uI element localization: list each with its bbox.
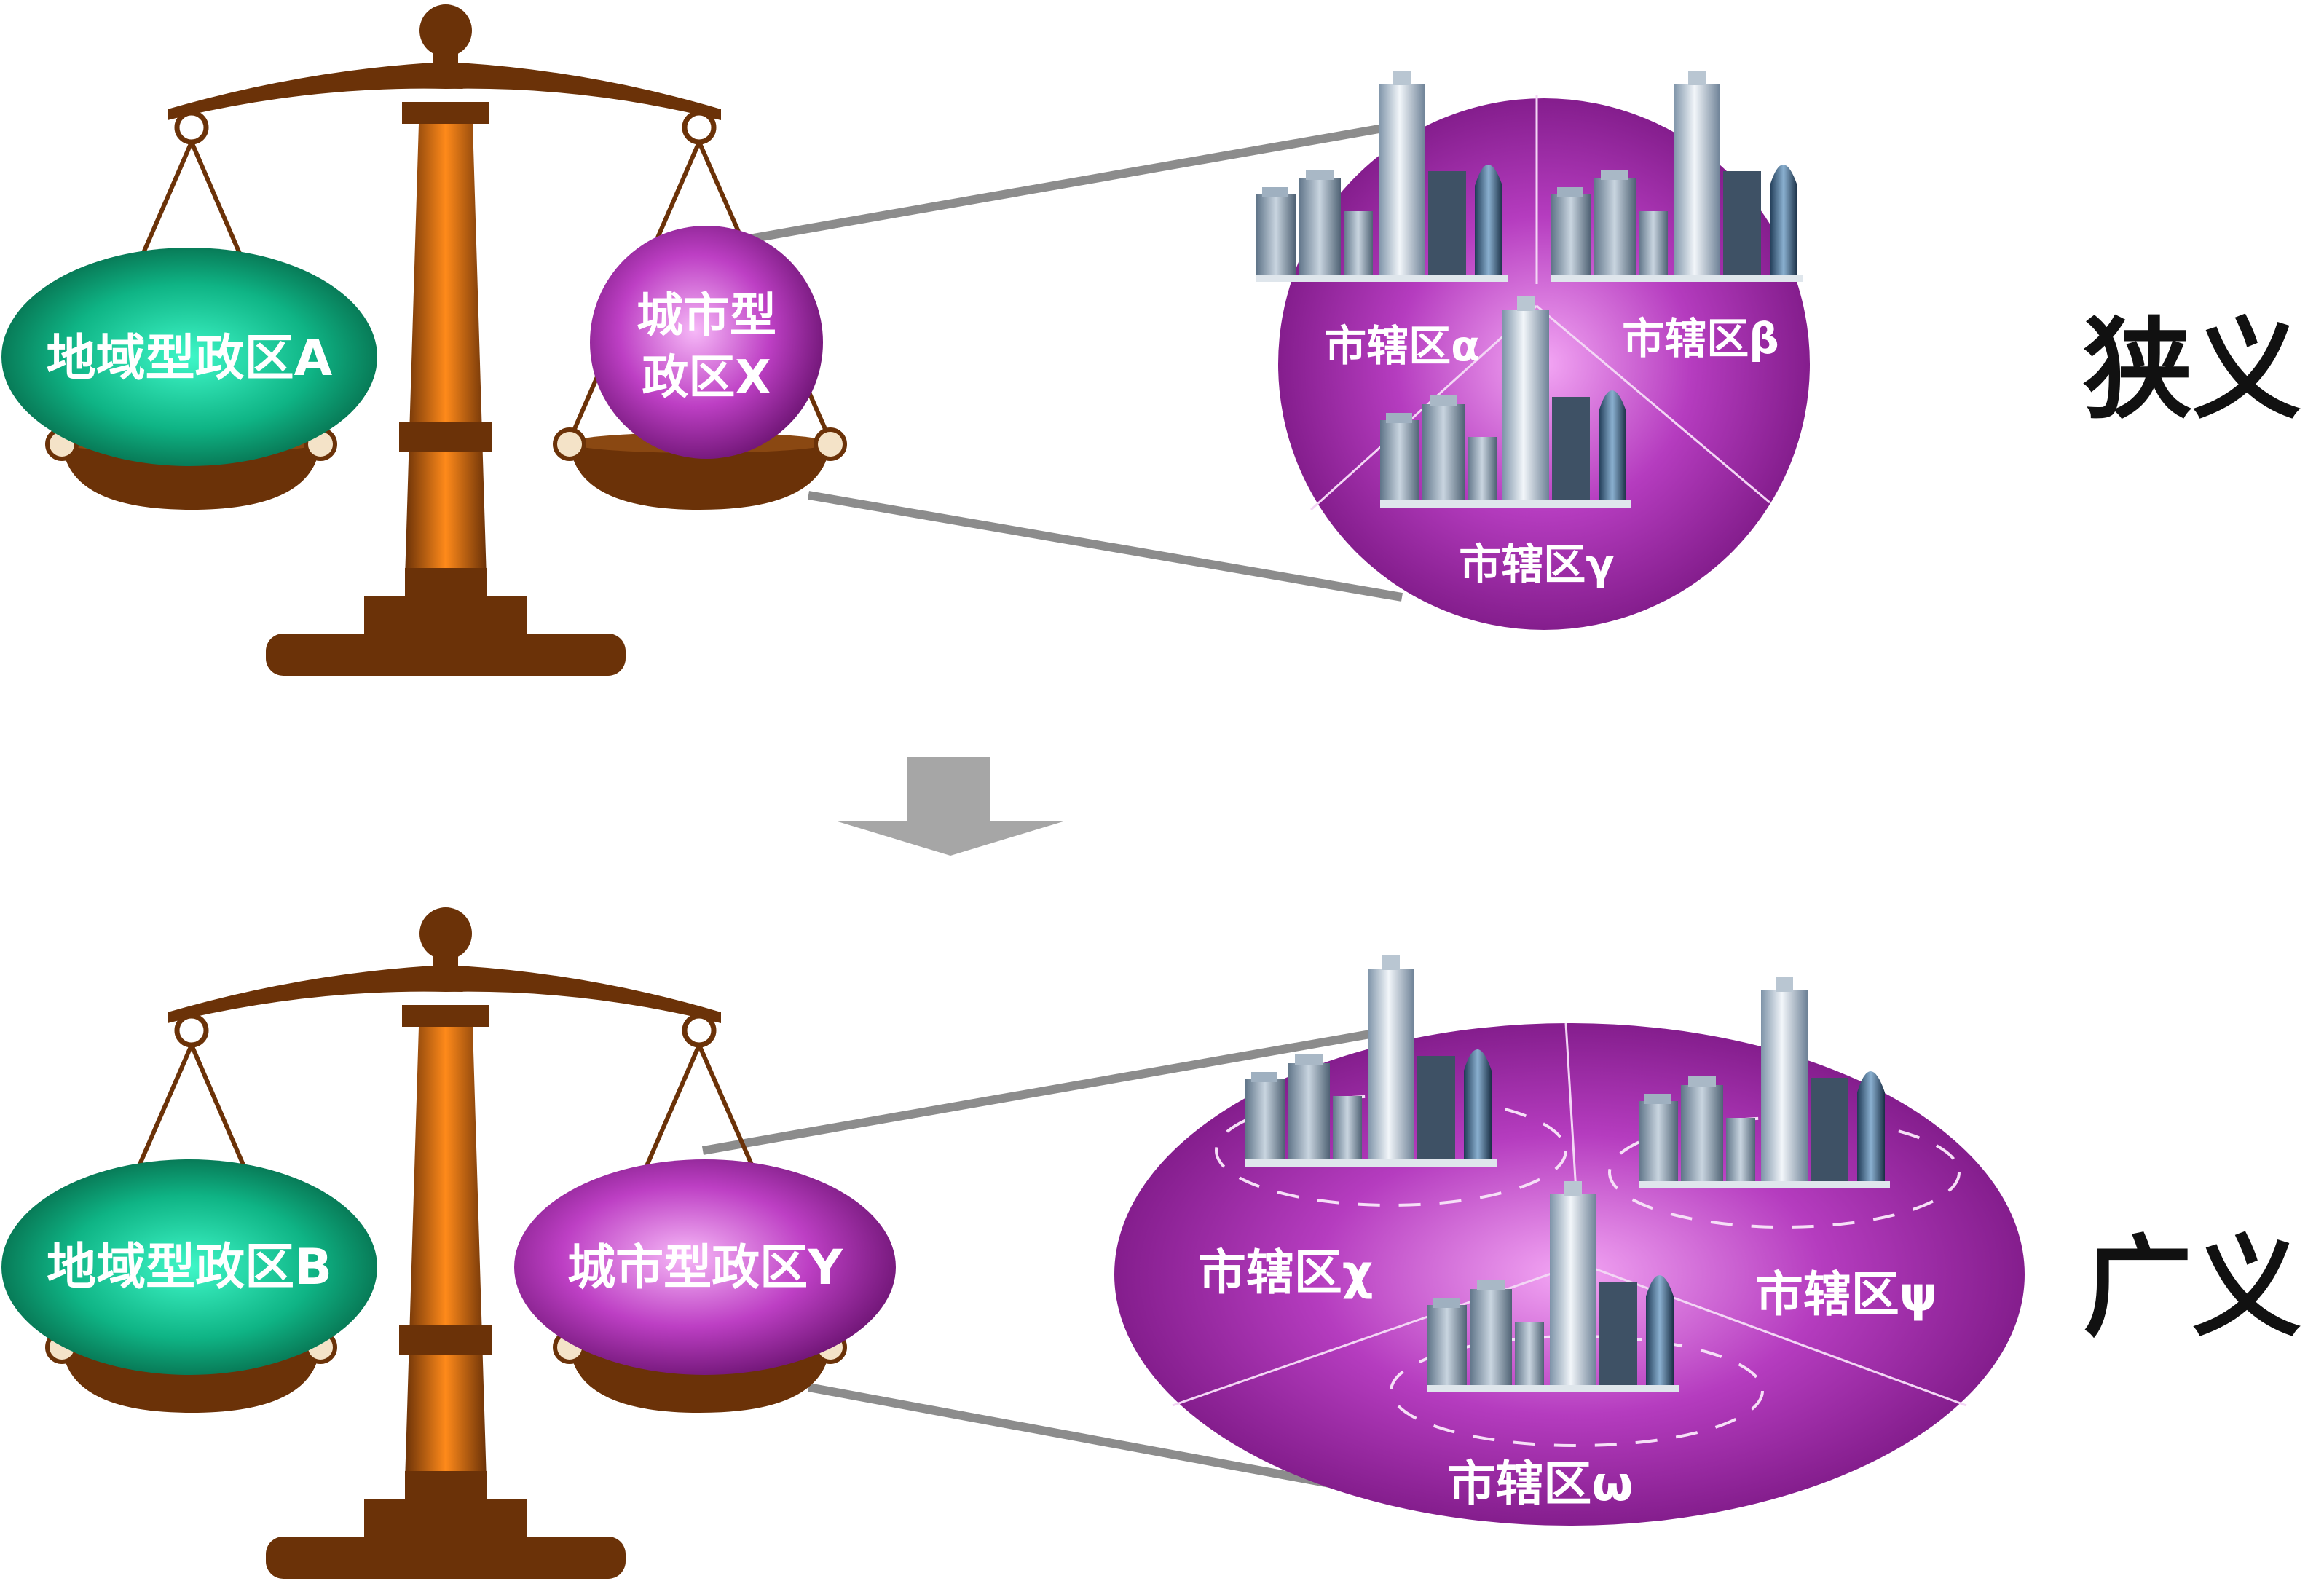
top-connector-upper [698, 123, 1389, 252]
top-district-alpha: 市辖区α [1324, 321, 1480, 371]
top-district-beta: 市辖区β [1622, 314, 1779, 363]
top-section: 地域型政区A 城市型 政区X 市辖区α 市辖区β 市辖区γ 狭义 [1, 4, 2301, 676]
down-arrow-icon [838, 757, 1063, 856]
district-boundary-ring [1390, 1335, 1764, 1447]
top-right-pan-object [590, 226, 823, 459]
bottom-right-pan-label: 城市型政区Y [567, 1239, 843, 1296]
bottom-region-divider [1580, 1262, 1967, 1407]
bottom-region-divider [1172, 1262, 1581, 1407]
top-side-label: 狭义 [2083, 307, 2301, 434]
bottom-section: 地域型政区B 城市型政区Y 市辖区χ 市辖区ψ 市辖区ω 广义 [1, 907, 2301, 1579]
bottom-side-label: 广义 [2083, 1225, 2301, 1352]
top-right-pan-label-line1: 城市型 [637, 289, 776, 343]
top-region-divider [1536, 304, 1770, 504]
bottom-district-psi: 市辖区ψ [1755, 1266, 1937, 1322]
top-left-pan-label: 地域型政区A [47, 330, 333, 387]
top-left-pan-object [1, 248, 377, 466]
bottom-connector-upper [701, 1026, 1393, 1155]
top-right-pan-label-line2: 政区X [642, 351, 771, 405]
bottom-district-chi: 市辖区χ [1198, 1245, 1374, 1301]
bottom-district-omega: 市辖区ω [1447, 1456, 1633, 1512]
bottom-left-pan-object [1, 1159, 377, 1375]
top-connector-lower [807, 491, 1403, 602]
top-district-gamma: 市辖区γ [1459, 540, 1615, 589]
bottom-left-pan-label: 地域型政区B [47, 1239, 332, 1296]
bottom-right-pan-object [514, 1159, 896, 1375]
